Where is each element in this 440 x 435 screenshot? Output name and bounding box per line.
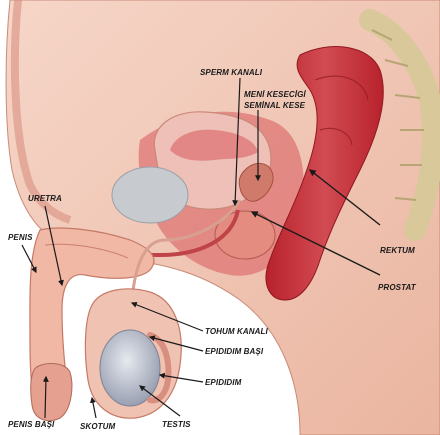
label-epididim-basi: EPIDIDIM BAŞI	[205, 347, 263, 356]
label-sperm-kanali: SPERM KANALI	[200, 68, 262, 77]
label-prostat: PROSTAT	[378, 283, 416, 292]
label-meni-kesecigi: MENİ KESECİGİ	[244, 90, 306, 99]
label-seminal-kese: SEMİNAL KESE	[244, 101, 305, 110]
label-penis-basi: PENIS BAŞI	[8, 420, 54, 429]
label-epididim: EPIDIDIM	[205, 378, 241, 387]
label-penis: PENIS	[8, 233, 33, 242]
glans	[31, 364, 72, 421]
pubic-bone	[112, 167, 188, 223]
label-uretra: URETRA	[28, 194, 62, 203]
label-testis: TESTIS	[162, 420, 191, 429]
label-skotum: SKOTUM	[80, 422, 115, 431]
label-tohum-kanali: TOHUM KANALI	[205, 327, 268, 336]
label-rektum: REKTUM	[380, 246, 415, 255]
